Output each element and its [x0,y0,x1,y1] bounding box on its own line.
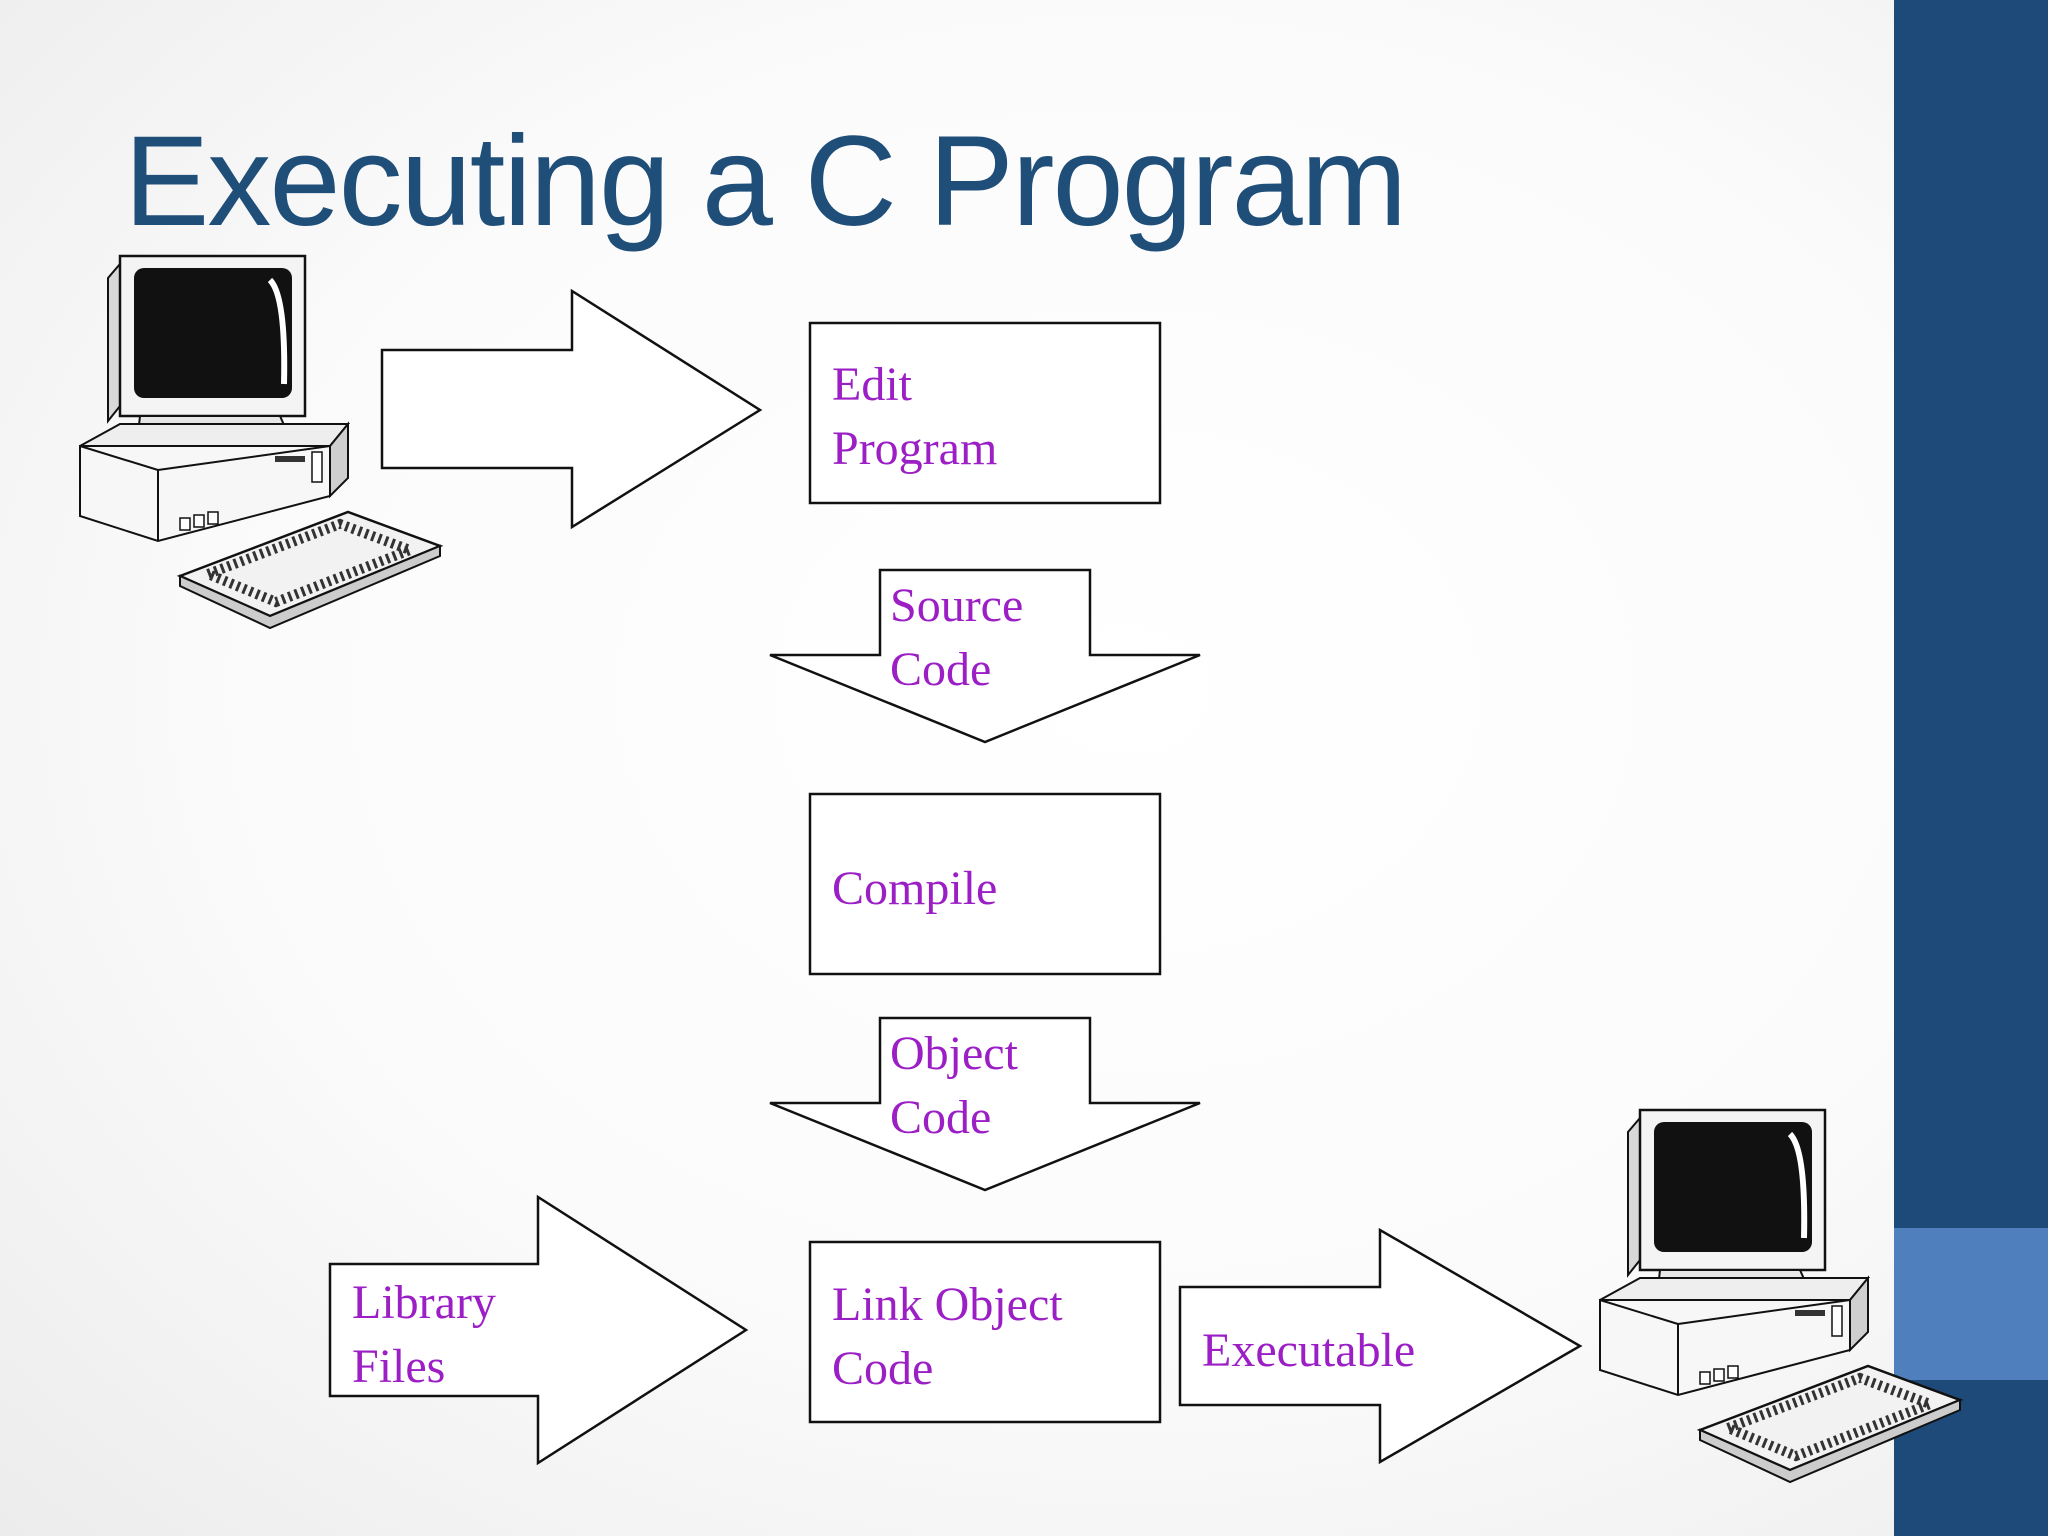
compile-label: Compile [832,862,997,915]
right-arrow [380,288,763,530]
sidebar-accent [1894,1228,2048,1380]
compile-box [808,792,1162,976]
executable-label: Executable [1202,1324,1415,1377]
object-code-arrow [769,1016,1201,1192]
link-object-code-box [808,1240,1162,1424]
source-code-label: Source Code [890,579,1035,696]
edit-program-label: Edit Program [832,358,997,475]
object-code-label: Object Code [890,1027,1030,1144]
library-files-label: Library Files [352,1276,508,1393]
desktop-computer-icon [1600,1110,1960,1482]
link-object-code-label: Link Object Code [832,1278,1075,1395]
slide-title: Executing a C Program [124,110,1407,253]
edit-program-box [808,321,1162,505]
executable-arrow [1178,1227,1583,1465]
source-code-arrow [769,568,1201,744]
library-files-arrow [328,1194,749,1466]
